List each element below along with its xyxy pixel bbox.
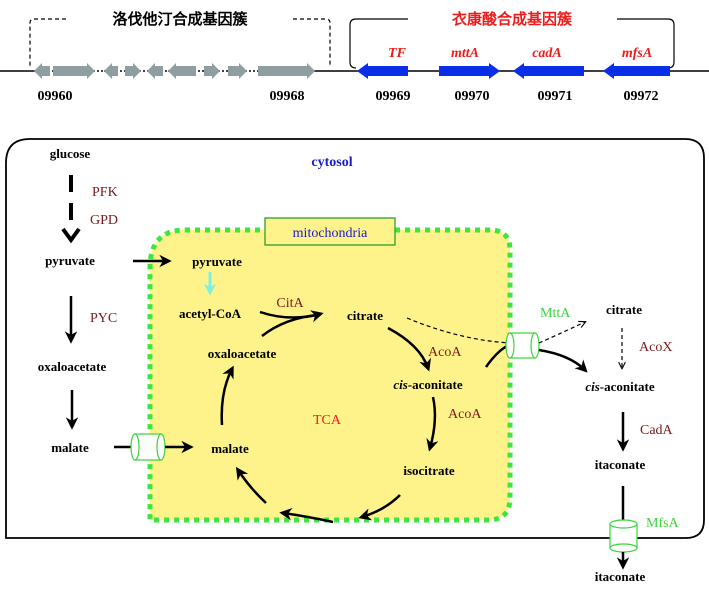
gene-arrow-mtta: [439, 63, 500, 79]
arrow-cisaconitate-cytosol: [538, 348, 588, 373]
mtta-transporter: [505, 332, 540, 359]
tca-label: TCA: [313, 413, 342, 428]
transporter-mtta: MttA: [540, 306, 571, 321]
metabolite-itaconate-cytosol: itaconate: [595, 457, 646, 472]
metabolite-cis-aconitate-cytosol: cis-aconitate: [585, 379, 655, 394]
enzyme-cita: CitA: [276, 296, 304, 311]
lovastatin-cluster-title: 洛伐他汀合成基因簇: [112, 10, 248, 28]
gene-arrow-mfsa: [603, 63, 670, 79]
gene-arrow-cada: [513, 63, 584, 79]
gene-id-09969: 09969: [376, 89, 411, 104]
enzyme-pfk: PFK: [92, 185, 118, 200]
cis-prefix: cis: [393, 377, 407, 392]
arrow-oxaloacetate-citrate: [261, 313, 319, 337]
arrow-citrate-cisaconitate: [387, 326, 432, 372]
metabolite-acetyl-coa: acetyl-CoA: [179, 306, 242, 321]
itaconic-bracket-left: [349, 18, 408, 69]
gene-arrow-tf: [357, 63, 408, 79]
cis-prefix: cis: [585, 379, 599, 394]
metabolite-oxaloacetate-mito: oxaloacetate: [208, 346, 277, 361]
enzyme-acoa-2: AcoA: [448, 407, 482, 422]
arrow-malate-oxaloacetate: [220, 365, 234, 426]
arrow-cisaconitate-isocitrate: [426, 396, 439, 452]
arrow-to-malate: [235, 466, 267, 504]
aconitate-suffix: -aconitate: [408, 377, 463, 392]
arrow-glucose-head: [61, 227, 81, 244]
lovastatin-gene-arrow: [258, 63, 315, 79]
gene-id-09960: 09960: [38, 89, 73, 104]
metabolite-pyruvate-mito: pyruvate: [192, 254, 242, 269]
lovastatin-gene-arrow: [53, 63, 95, 79]
lovastatin-bracket-right: [293, 18, 331, 66]
cytosol-label: cytosol: [311, 155, 352, 170]
gene-name-cada: cadA: [532, 46, 562, 61]
cell-membrane: [5, 138, 705, 539]
metabolite-glucose: glucose: [50, 146, 91, 161]
itaconic-cluster-title: 衣康酸合成基因簇: [452, 10, 573, 28]
lovastatin-gene-arrow: [228, 63, 247, 79]
gene-name-mtta: mttA: [451, 46, 479, 61]
arrow-cycle-bottom: [279, 507, 334, 524]
enzyme-pyc: PYC: [90, 311, 117, 326]
lovastatin-gene-arrow: [147, 63, 163, 79]
lovastatin-bracket-left: [29, 18, 66, 66]
gene-id-09970: 09970: [455, 89, 490, 104]
gene-id-09968: 09968: [270, 89, 305, 104]
lovastatin-gene-arrow: [104, 63, 118, 79]
itaconic-genes: [357, 63, 670, 79]
arrow-isocitrate-next: [358, 494, 401, 521]
enzyme-acox: AcoX: [639, 340, 672, 355]
lovastatin-gene-arrow: [125, 63, 141, 79]
lovastatin-genes: [34, 63, 315, 79]
arrow-citrate-cytosol: [538, 322, 585, 344]
gene-name-mfsa: mfsA: [622, 46, 652, 61]
gene-cluster-panel: 洛伐他汀合成基因簇 09960 09968 衣康酸合成基因簇 TF mttA c…: [0, 10, 709, 104]
gene-id-09971: 09971: [538, 89, 573, 104]
metabolite-pyruvate-cytosol: pyruvate: [45, 253, 95, 268]
metabolite-cis-aconitate-mito: cis-aconitate: [393, 377, 463, 392]
enzyme-gpd: GPD: [90, 213, 118, 228]
metabolite-itaconate-extracellular: itaconate: [595, 569, 646, 584]
mitochondria-label: mitochondria: [293, 226, 368, 241]
mitochondria-label-box: [264, 217, 396, 246]
metabolite-malate-cytosol: malate: [51, 440, 89, 455]
mfsa-transporter: [609, 519, 638, 553]
aconitate-suffix: -aconitate: [600, 379, 655, 394]
gene-name-tf: TF: [388, 46, 407, 61]
malate-transporter: [130, 433, 166, 461]
lovastatin-gene-arrow: [168, 63, 196, 79]
enzyme-cada: CadA: [640, 423, 674, 438]
metabolite-citrate-mito: citrate: [347, 308, 383, 323]
itaconic-bracket-right: [617, 18, 675, 69]
metabolite-isocitrate: isocitrate: [403, 463, 454, 478]
lovastatin-gene-arrow: [34, 63, 50, 79]
mitochondria-membrane: [147, 227, 513, 523]
lovastatin-gene-arrow: [204, 63, 220, 79]
transporter-mfsa: MfsA: [646, 516, 680, 531]
enzyme-acoa-1: AcoA: [428, 345, 462, 360]
metabolite-malate-mito: malate: [211, 441, 249, 456]
gene-id-09972: 09972: [624, 89, 659, 104]
metabolite-citrate-cytosol: citrate: [606, 302, 642, 317]
metabolite-oxaloacetate-cytosol: oxaloacetate: [38, 359, 107, 374]
